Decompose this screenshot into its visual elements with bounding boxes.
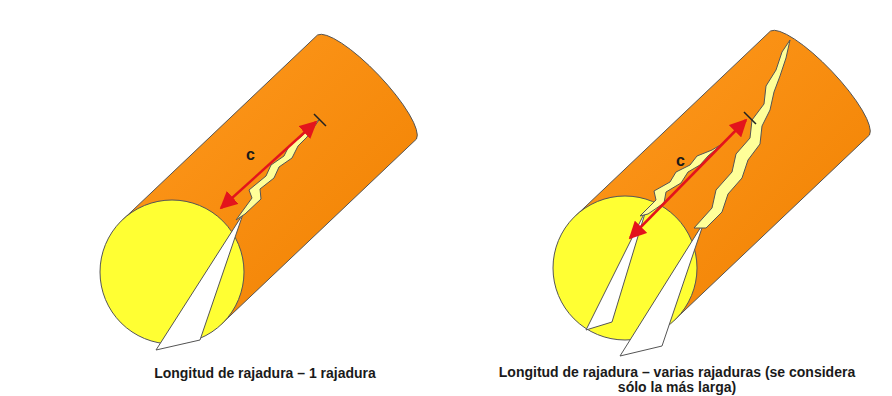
crack-surface [236, 120, 319, 220]
dimension-label: c [246, 146, 255, 164]
log-one-crack [100, 34, 417, 350]
crack-surface [640, 144, 722, 216]
crack-surface [694, 40, 790, 228]
figure-caption: Longitud de rajadura – 1 rajadura [95, 366, 435, 381]
dimension-tick [744, 112, 756, 124]
dimension-arrow [630, 120, 746, 238]
dimension-tick [314, 114, 326, 126]
log-several-cracks [553, 30, 870, 356]
dimension-label: c [676, 152, 685, 170]
figure-caption: Longitud de rajadura – varias rajaduras … [487, 365, 867, 395]
crack-notch [620, 222, 704, 356]
crack-notch [586, 210, 646, 330]
dimension-arrow [221, 122, 316, 208]
crack-notch [156, 214, 243, 350]
